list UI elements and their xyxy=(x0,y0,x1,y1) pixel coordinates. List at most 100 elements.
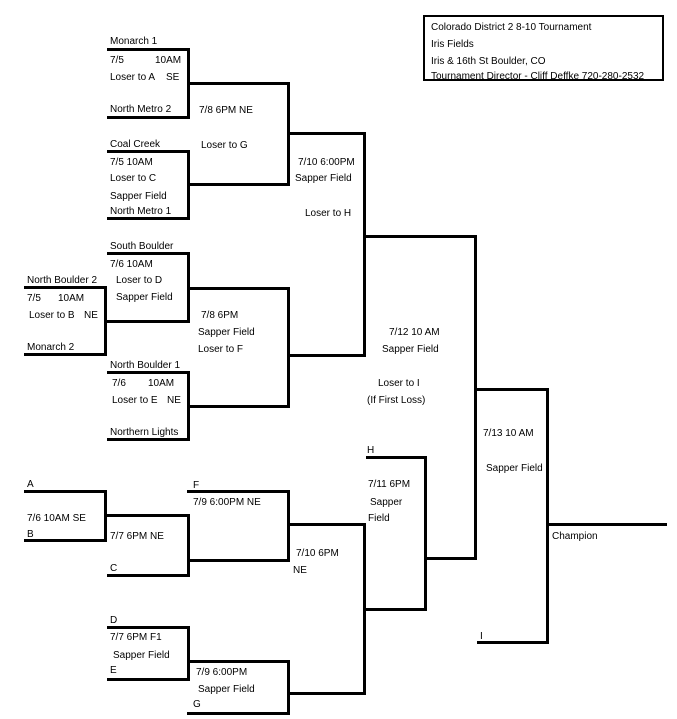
bracket-line xyxy=(363,235,477,238)
bracket-line xyxy=(107,252,190,255)
bracket-line xyxy=(187,183,290,186)
team-northern-lights: Northern Lights xyxy=(110,427,179,438)
game-time: 7/11 6PM xyxy=(368,479,411,490)
loser-note: Loser to B xyxy=(29,310,75,321)
game-field: Sapper Field xyxy=(295,173,352,184)
game-info: 7/9 6:00PM NE xyxy=(193,497,261,508)
game-field: Sapper Field xyxy=(198,684,255,695)
slot-label: D xyxy=(110,615,118,626)
bracket-line xyxy=(424,456,427,611)
game-info: 7/7 6PM NE xyxy=(110,531,164,542)
game-info: 7/6 10AM SE xyxy=(27,513,86,524)
bracket-line xyxy=(363,132,366,357)
bracket-line xyxy=(363,608,427,611)
bracket-line xyxy=(287,354,366,357)
team-monarch-1: Monarch 1 xyxy=(110,36,158,47)
bracket-line xyxy=(107,438,190,441)
slot-label: I xyxy=(480,631,483,642)
loser-note: Loser to G xyxy=(201,140,248,151)
bracket-line xyxy=(107,116,190,119)
bracket-line xyxy=(187,559,290,562)
team-north-metro-2: North Metro 2 xyxy=(110,104,172,115)
team-north-metro-1: North Metro 1 xyxy=(110,206,172,217)
game-time: 7/7 6PM F1 xyxy=(110,632,162,643)
team-south-boulder: South Boulder xyxy=(110,241,174,252)
champion-label: Champion xyxy=(552,531,598,542)
bracket-line xyxy=(187,712,290,715)
loser-note: Loser to D xyxy=(116,275,163,286)
bracket-line xyxy=(107,574,190,577)
bracket-line xyxy=(187,405,290,408)
bracket-line xyxy=(104,514,190,517)
bracket-line xyxy=(187,287,290,290)
bracket-line xyxy=(474,235,477,560)
game-field: NE xyxy=(293,565,307,576)
bracket-line xyxy=(24,286,107,289)
game-time: 7/9 6:00PM xyxy=(196,667,248,678)
bracket-line xyxy=(24,539,107,542)
game-field: Sapper xyxy=(370,497,403,508)
bracket-line xyxy=(477,641,549,644)
team-monarch-2: Monarch 2 xyxy=(27,342,75,353)
loser-note: Loser to F xyxy=(198,344,244,355)
bracket-line xyxy=(24,490,107,493)
loser-note: Loser to H xyxy=(305,208,352,219)
bracket-line xyxy=(24,353,107,356)
game-field: Sapper Field xyxy=(382,344,439,355)
team-north-boulder-2: North Boulder 2 xyxy=(27,275,98,286)
game-field: Sapper Field xyxy=(113,650,170,661)
game-time: 10AM xyxy=(58,293,85,304)
bracket-line xyxy=(187,660,290,663)
bracket-line xyxy=(107,626,190,629)
game-field: SE xyxy=(166,72,180,83)
loser-note: Loser to I xyxy=(378,378,420,389)
game-time: 7/12 10 AM xyxy=(389,327,440,338)
game-field: Sapper Field xyxy=(110,191,167,202)
game-field: Sapper Field xyxy=(486,463,543,474)
bracket-line xyxy=(287,660,290,715)
bracket-line xyxy=(287,132,366,135)
tournament-info-box: Colorado District 2 8-10 Tournament Iris… xyxy=(423,15,664,82)
game-time: 10AM xyxy=(155,55,182,66)
slot-label: A xyxy=(27,479,34,490)
team-coal-creek: Coal Creek xyxy=(110,139,161,150)
game-info: 7/8 6PM NE xyxy=(199,105,253,116)
tournament-address: Iris & 16th St Boulder, CO xyxy=(431,56,546,67)
team-north-boulder-1: North Boulder 1 xyxy=(110,360,181,371)
bracket-line xyxy=(107,150,190,153)
game-date: 7/6 xyxy=(112,378,126,389)
bracket-line xyxy=(546,523,667,526)
slot-label: H xyxy=(367,445,375,456)
loser-note: Loser to C xyxy=(110,173,157,184)
bracket-line xyxy=(474,388,549,391)
game-field: NE xyxy=(84,310,98,321)
bracket-line xyxy=(107,217,190,220)
bracket-line xyxy=(107,371,190,374)
bracket-line xyxy=(107,48,190,51)
game-time: 7/10 6:00PM xyxy=(298,157,355,168)
game-time: 7/6 10AM xyxy=(110,259,153,270)
game-time: 7/10 6PM xyxy=(296,548,339,559)
bracket-line xyxy=(187,626,190,681)
bracket-line xyxy=(424,557,477,560)
tournament-title: Colorado District 2 8-10 Tournament xyxy=(431,22,592,33)
bracket-line xyxy=(187,82,290,85)
loser-note: Loser to E xyxy=(112,395,158,406)
slot-label: C xyxy=(110,563,118,574)
slot-label: E xyxy=(110,665,117,676)
bracket-line xyxy=(287,692,366,695)
game-date: 7/5 xyxy=(110,55,124,66)
game-time: 7/13 10 AM xyxy=(483,428,534,439)
game-field: NE xyxy=(167,395,181,406)
game-field: Sapper Field xyxy=(198,327,255,338)
bracket-line xyxy=(187,490,290,493)
bracket-line xyxy=(287,287,290,408)
game-field: Field xyxy=(368,513,390,524)
bracket-line xyxy=(366,456,427,459)
game-time: 10AM xyxy=(148,378,175,389)
game-date: 7/5 xyxy=(27,293,41,304)
bracket-line xyxy=(287,490,290,562)
game-time: 7/8 6PM xyxy=(201,310,239,321)
slot-label: G xyxy=(193,699,201,710)
bracket-line xyxy=(107,678,190,681)
